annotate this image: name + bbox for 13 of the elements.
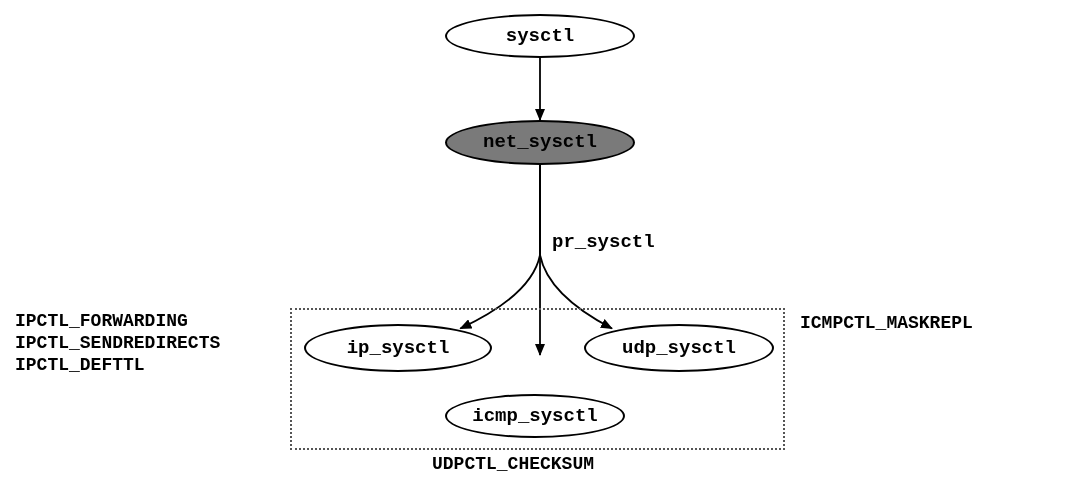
constant-name: ICMPCTL_MASKREPL — [800, 312, 973, 334]
ellipse-node: udp_sysctl — [584, 324, 774, 372]
ellipse-node: ip_sysctl — [304, 324, 492, 372]
constant-name: IPCTL_FORWARDING — [15, 310, 188, 332]
constant-name: UDPCTL_CHECKSUM — [432, 453, 595, 475]
highlighted-ellipse-node: net_sysctl — [445, 120, 635, 165]
arrow — [535, 57, 545, 121]
dotted-group-box — [290, 308, 785, 450]
ellipse-node: sysctl — [445, 14, 635, 58]
arrow — [539, 164, 613, 330]
constant-name: IPCTL_DEFTTL — [15, 354, 145, 376]
constant-name: IPCTL_SENDREDIRECTS — [15, 332, 221, 354]
ellipse-node: icmp_sysctl — [445, 394, 625, 438]
